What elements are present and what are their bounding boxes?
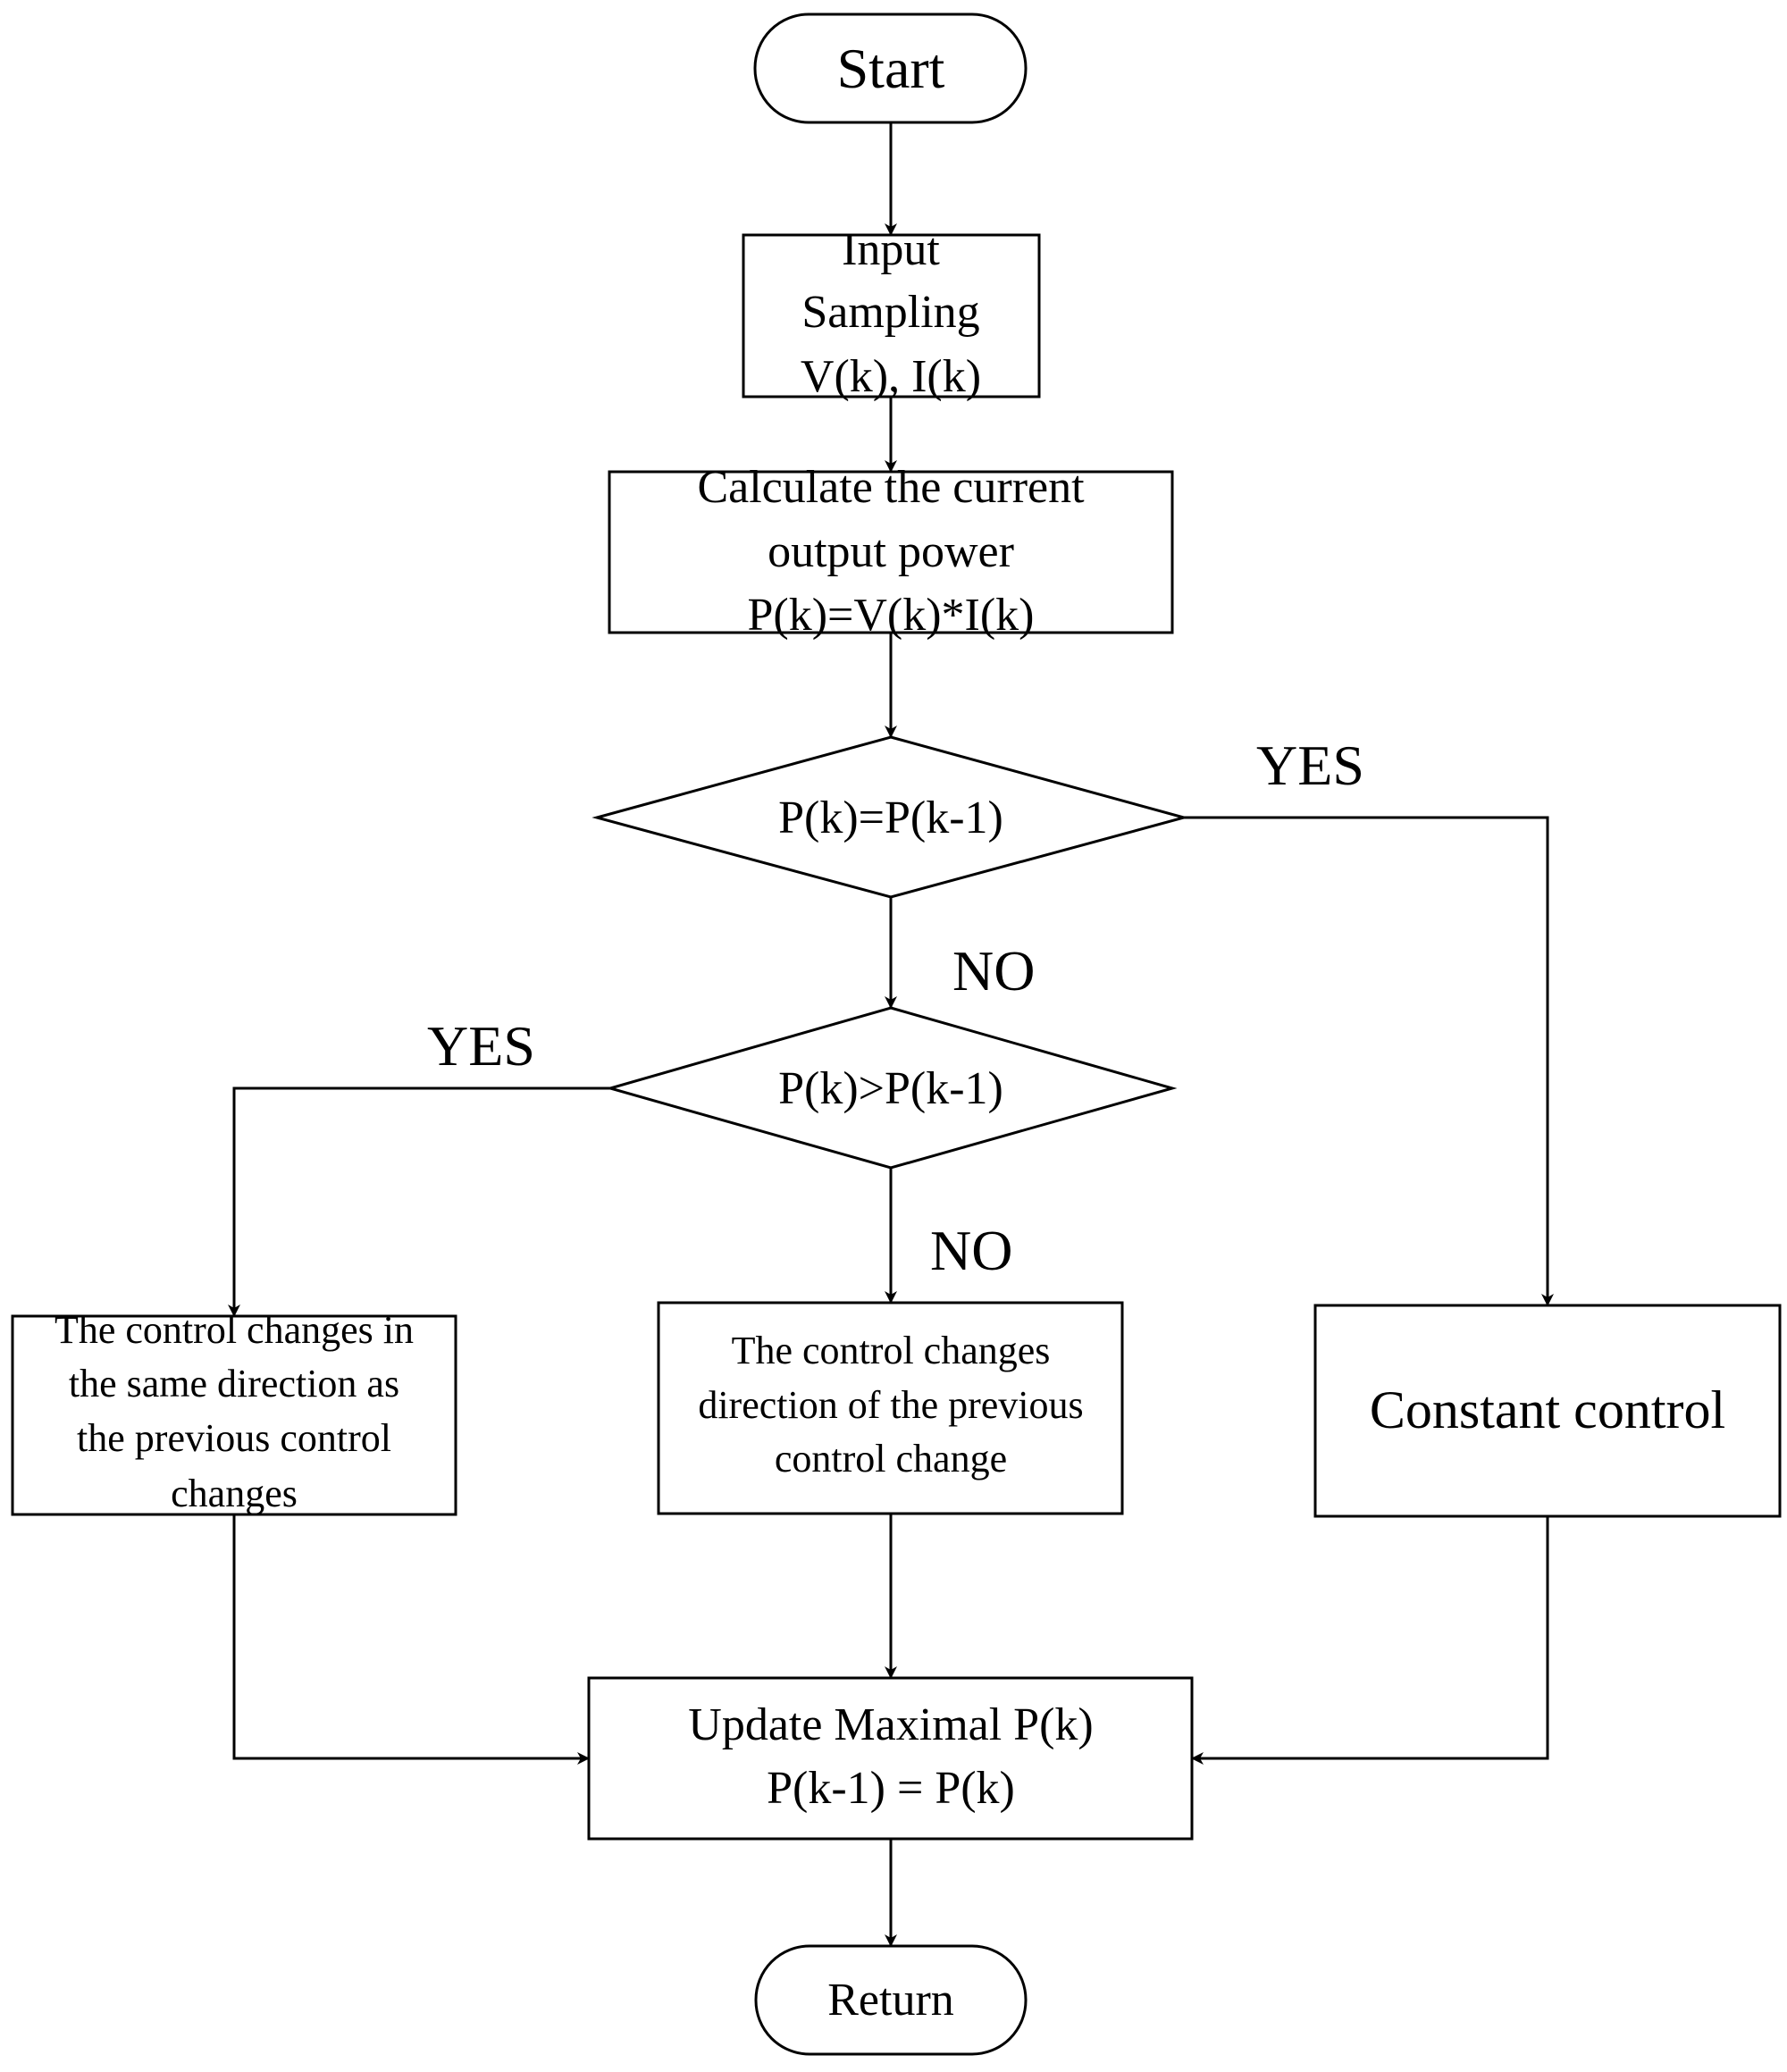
decision-greater-diamond: P(k)>P(k-1) <box>605 1006 1178 1170</box>
change-direction-line-1: The control changes <box>732 1329 1051 1372</box>
return-terminal: Return <box>754 1944 1028 2056</box>
input-label-line-1: Input <box>842 224 940 275</box>
calc-label-line-2: output power <box>768 526 1014 577</box>
constant-control-box: Constant control <box>1313 1304 1782 1518</box>
decision-greater-label: P(k)>P(k-1) <box>778 1063 1003 1114</box>
change-direction-line-2: direction of the previous <box>698 1383 1083 1427</box>
return-label: Return <box>827 1975 954 2026</box>
input-sampling-box: Input Sampling V(k), I(k) <box>742 224 1041 402</box>
edge-constant-update <box>1191 1516 1549 1765</box>
edges <box>228 122 1554 1947</box>
calc-label-line-1: Calculate the current <box>697 462 1085 513</box>
start-terminal: Start <box>753 13 1028 124</box>
start-label: Start <box>837 37 945 100</box>
decision-equal-diamond: P(k)=P(k-1) <box>591 735 1189 899</box>
edge-same-update <box>232 1514 590 1765</box>
greater-yes-label: YES <box>427 1014 535 1078</box>
same-direction-line-3: the previous control <box>77 1416 391 1460</box>
same-direction-line-4: changes <box>171 1472 298 1515</box>
same-direction-box: The control changes in the same directio… <box>11 1308 457 1516</box>
input-label-line-2: Sampling <box>801 287 979 338</box>
equal-no-label: NO <box>952 939 1035 1002</box>
update-box: Update Maximal P(k) P(k-1) = P(k) <box>587 1676 1194 1841</box>
constant-control-label: Constant control <box>1370 1380 1725 1439</box>
update-label-line-2: P(k-1) = P(k) <box>767 1763 1015 1814</box>
change-direction-line-3: control change <box>775 1437 1007 1481</box>
calc-label-line-3: P(k)=V(k)*I(k) <box>747 590 1034 641</box>
calculate-power-box: Calculate the current output power P(k)=… <box>608 462 1174 641</box>
update-label-line-1: Update Maximal P(k) <box>688 1699 1093 1750</box>
input-label-line-3: V(k), I(k) <box>801 351 981 402</box>
same-direction-line-1: The control changes in <box>55 1308 414 1352</box>
edge-greater-yes-same <box>228 1086 610 1317</box>
equal-yes-label: YES <box>1256 734 1364 797</box>
decision-equal-label: P(k)=P(k-1) <box>778 793 1003 843</box>
same-direction-line-2: the same direction as <box>69 1362 399 1405</box>
edge-equal-yes-constant <box>1184 816 1554 1306</box>
greater-no-label: NO <box>930 1219 1012 1282</box>
change-direction-box: The control changes direction of the pre… <box>657 1301 1124 1515</box>
